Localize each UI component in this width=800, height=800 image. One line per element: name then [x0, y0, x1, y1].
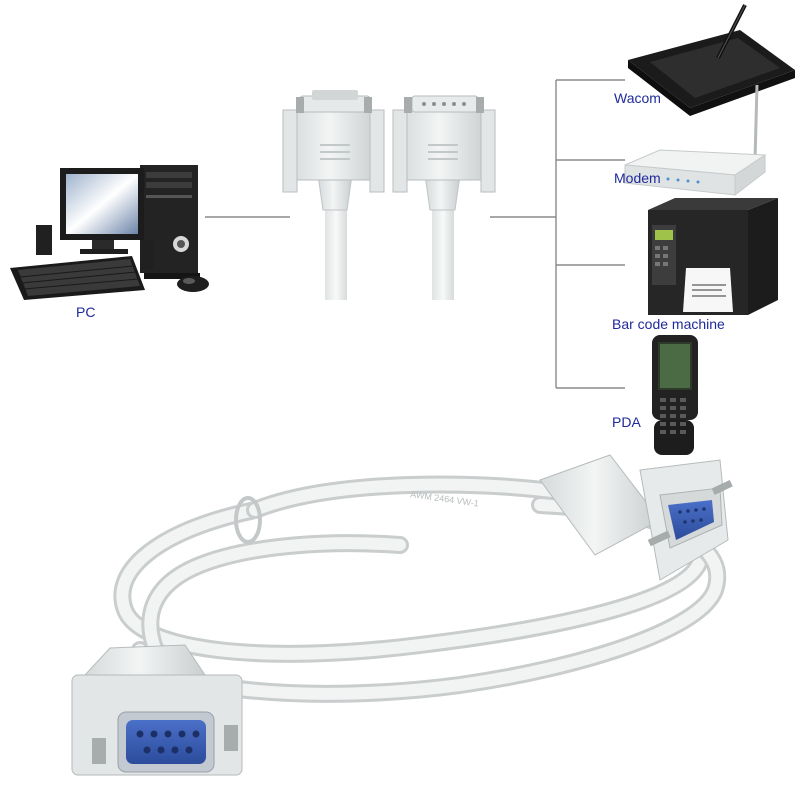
- female-db9-connector: [539, 454, 733, 581]
- label-modem: Modem: [614, 170, 661, 186]
- top-cable-female: [282, 90, 385, 300]
- label-wacom: Wacom: [614, 90, 661, 106]
- pc-illustration: [10, 165, 209, 300]
- label-pda: PDA: [612, 414, 641, 430]
- label-pc: PC: [76, 304, 96, 320]
- male-db9-connector: [71, 644, 243, 776]
- coiled-cable-illustration: AWM 2464 VW-1: [71, 454, 733, 776]
- barcode-printer-illustration: [648, 198, 778, 315]
- pda-illustration: [652, 335, 698, 455]
- top-cable-male: [392, 95, 496, 300]
- modem-illustration: [624, 84, 767, 197]
- label-barcode-machine: Bar code machine: [612, 316, 725, 332]
- connection-lines: [205, 79, 625, 389]
- wacom-tablet-illustration: [628, 4, 795, 116]
